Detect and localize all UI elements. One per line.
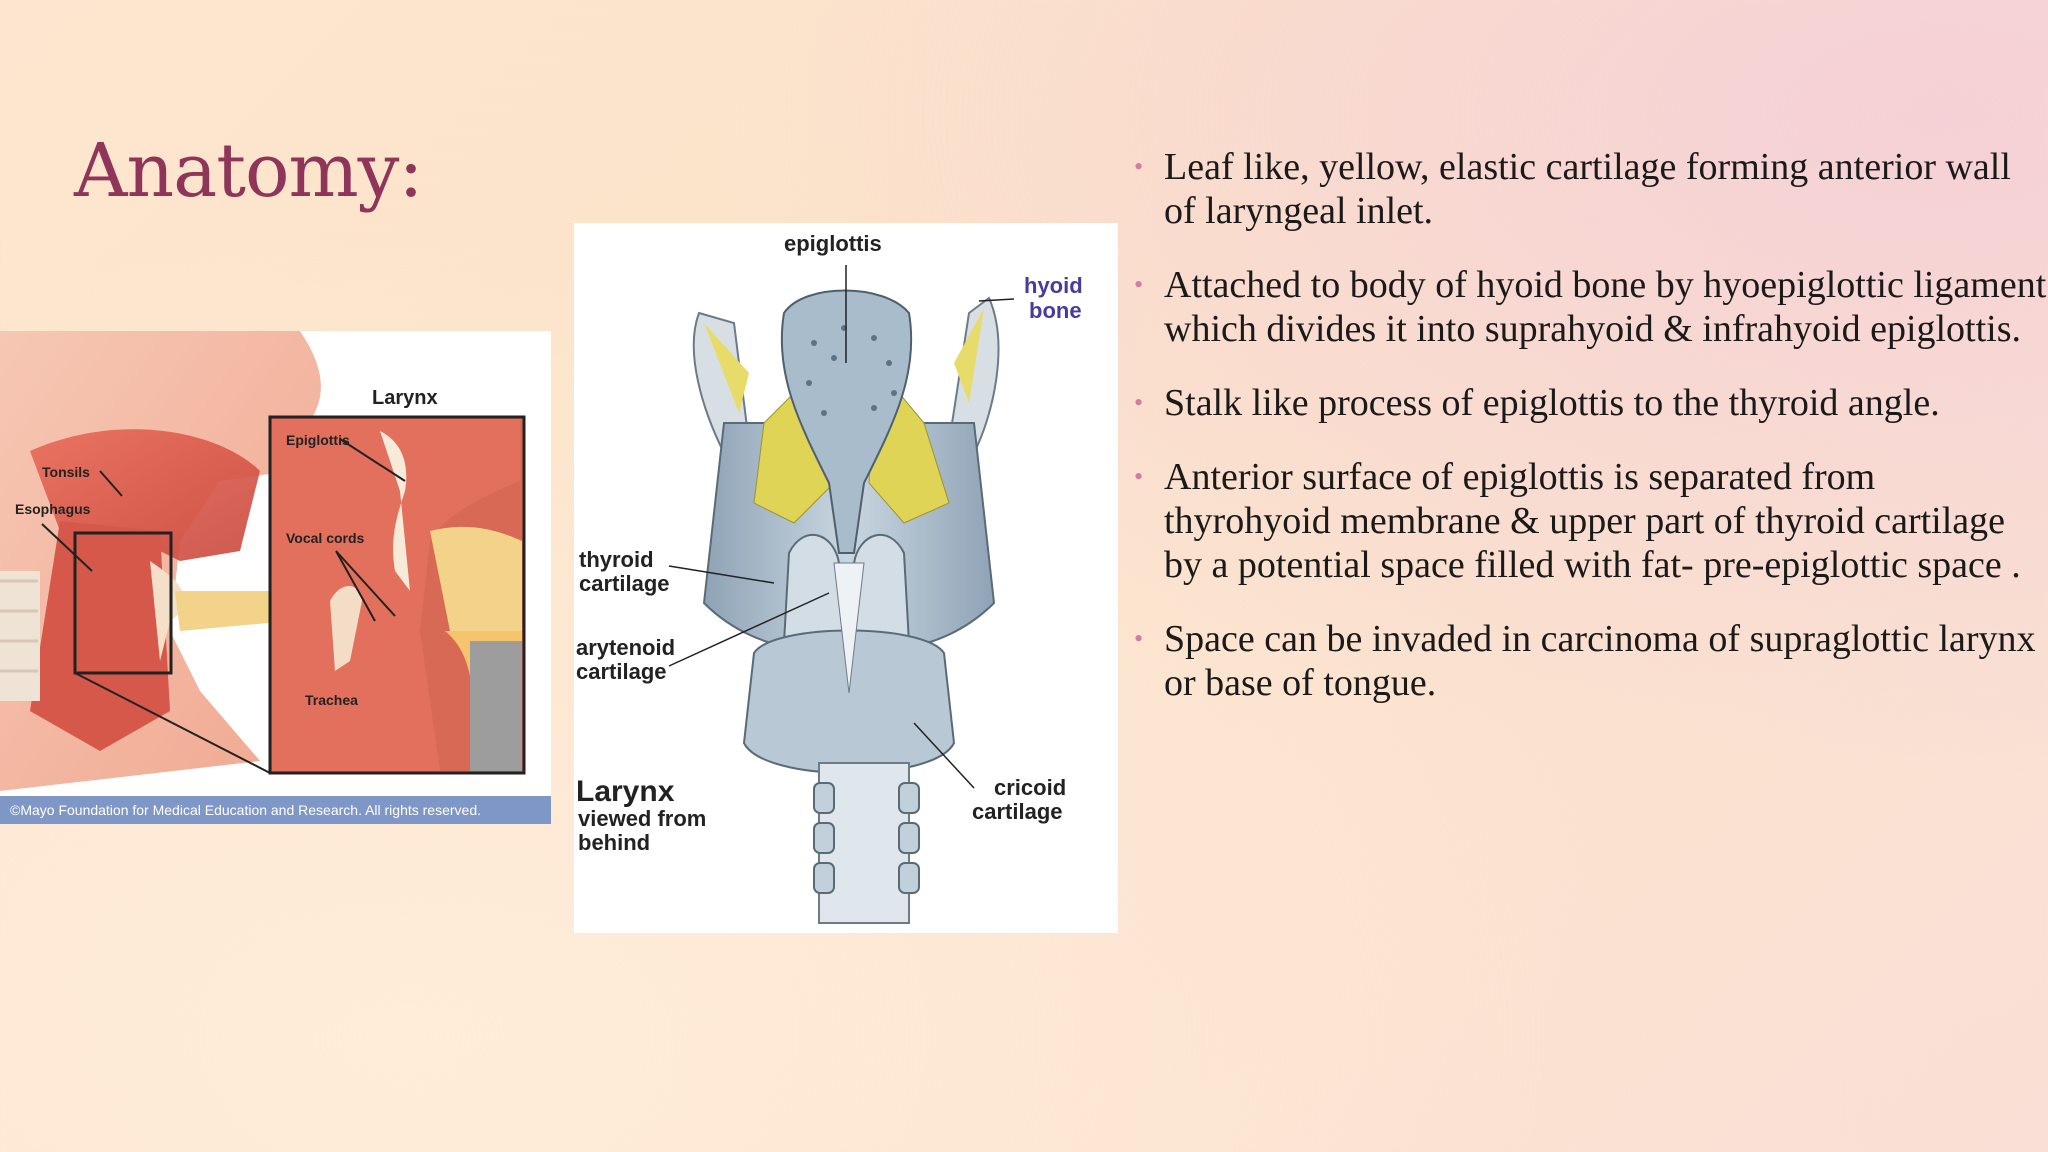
bullet-text: Stalk like process of epiglottis to the …	[1164, 382, 1940, 424]
inset-title: Larynx	[372, 387, 438, 409]
bullet-text: Anterior surface of epiglottis is separa…	[1164, 456, 2021, 586]
label-tonsils: Tonsils	[42, 464, 90, 480]
bullet-marker-icon: •	[1134, 270, 1144, 299]
bullet-item: • Attached to body of hyoid bone by hyoep…	[1130, 263, 2048, 351]
label-hyoid-line1: hyoid	[1024, 273, 1083, 298]
label-epiglottis: Epiglottis	[286, 432, 350, 448]
label-trachea: Trachea	[305, 692, 358, 708]
label-cricoid-line1: cricoid	[994, 775, 1066, 800]
bullet-item: • Leaf like, yellow, elastic cartilage fo…	[1130, 145, 2048, 233]
bullet-text: Leaf like, yellow, elastic cartilage for…	[1164, 146, 2011, 232]
bullet-item: • Space can be invaded in carcinoma of su…	[1130, 617, 2048, 705]
bullet-marker-icon: •	[1134, 462, 1144, 491]
label-epiglottis-mid: epiglottis	[784, 231, 882, 256]
larynx-sagittal-figure: Larynx Tonsils Esophagus Epiglottis Voca…	[0, 331, 551, 824]
bullet-marker-icon: •	[1134, 624, 1144, 653]
label-esophagus: Esophagus	[15, 501, 91, 517]
caption-line2: behind	[578, 830, 650, 855]
bullet-text: Attached to body of hyoid bone by hyoepi…	[1164, 264, 2047, 350]
label-arytenoid-line1: arytenoid	[576, 635, 675, 660]
label-vocal-cords: Vocal cords	[286, 530, 365, 546]
label-hyoid-line2: bone	[1029, 298, 1082, 323]
label-thyroid-line1: thyroid	[579, 547, 654, 572]
label-arytenoid-line2: cartilage	[576, 659, 667, 684]
bullet-marker-icon: •	[1134, 152, 1144, 181]
larynx-posterior-figure: epiglottis hyoid bone thyroid cartilage …	[574, 223, 1118, 933]
bullet-text: Space can be invaded in carcinoma of sup…	[1164, 618, 2036, 704]
caption-title: Larynx	[576, 775, 675, 808]
larynx-posterior-illustration: epiglottis hyoid bone thyroid cartilage …	[574, 223, 1118, 933]
larynx-sagittal-illustration: Larynx Tonsils Esophagus Epiglottis Voca…	[0, 331, 551, 824]
label-thyroid-line2: cartilage	[579, 571, 670, 596]
bullet-item: • Stalk like process of epiglottis to the…	[1130, 381, 2048, 425]
bullet-item: • Anterior surface of epiglottis is separ…	[1130, 455, 2048, 587]
caption-line1: viewed from	[578, 806, 706, 831]
bullet-marker-icon: •	[1134, 388, 1144, 417]
copyright-text: ©Mayo Foundation for Medical Education a…	[10, 802, 481, 818]
bullet-list: • Leaf like, yellow, elastic cartilage fo…	[1130, 145, 2048, 735]
slide-title: Anatomy:	[74, 128, 423, 214]
label-cricoid-line2: cartilage	[972, 799, 1063, 824]
